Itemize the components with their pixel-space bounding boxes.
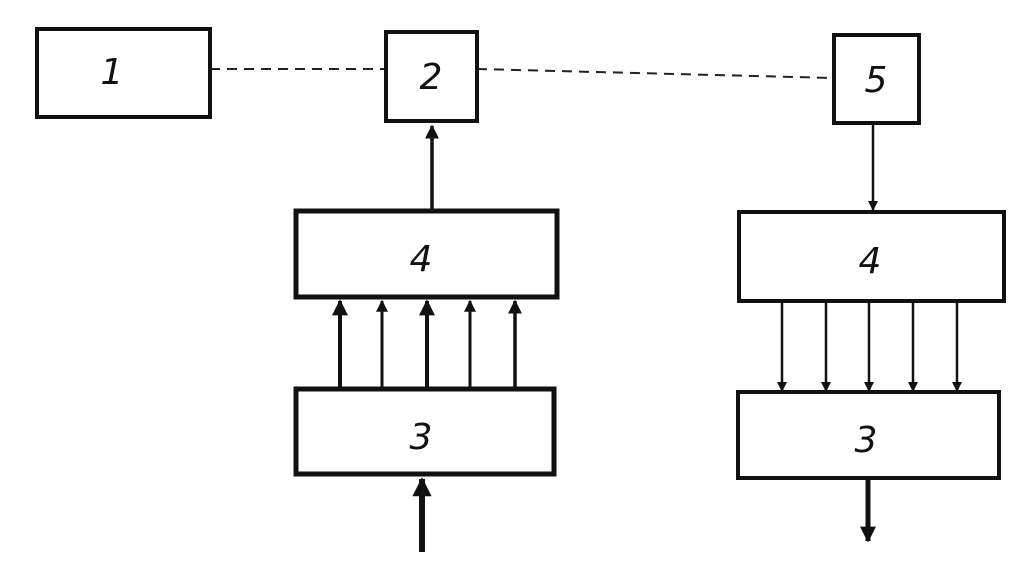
block-1-label: 1 (101, 52, 124, 93)
block-2-label: 2 (420, 57, 443, 98)
block-4-right: 4 (737, 210, 1006, 303)
block-4-right-label: 4 (859, 241, 882, 282)
block-4-left-label: 4 (410, 239, 433, 280)
block-1: 1 (35, 27, 212, 119)
dashed-link-2-5 (476, 68, 835, 79)
block-3-right-label: 3 (855, 420, 878, 461)
block-3-left: 3 (293, 386, 557, 477)
block-5-label: 5 (865, 60, 888, 101)
block-3-left-label: 3 (410, 417, 433, 458)
block-4-left: 4 (293, 208, 560, 300)
arrows-4-to-3-right (777, 302, 962, 392)
block-5: 5 (832, 33, 921, 125)
block-2: 2 (384, 30, 479, 123)
arrows-3-to-4-left (332, 299, 522, 390)
block-3-right: 3 (736, 390, 1001, 480)
